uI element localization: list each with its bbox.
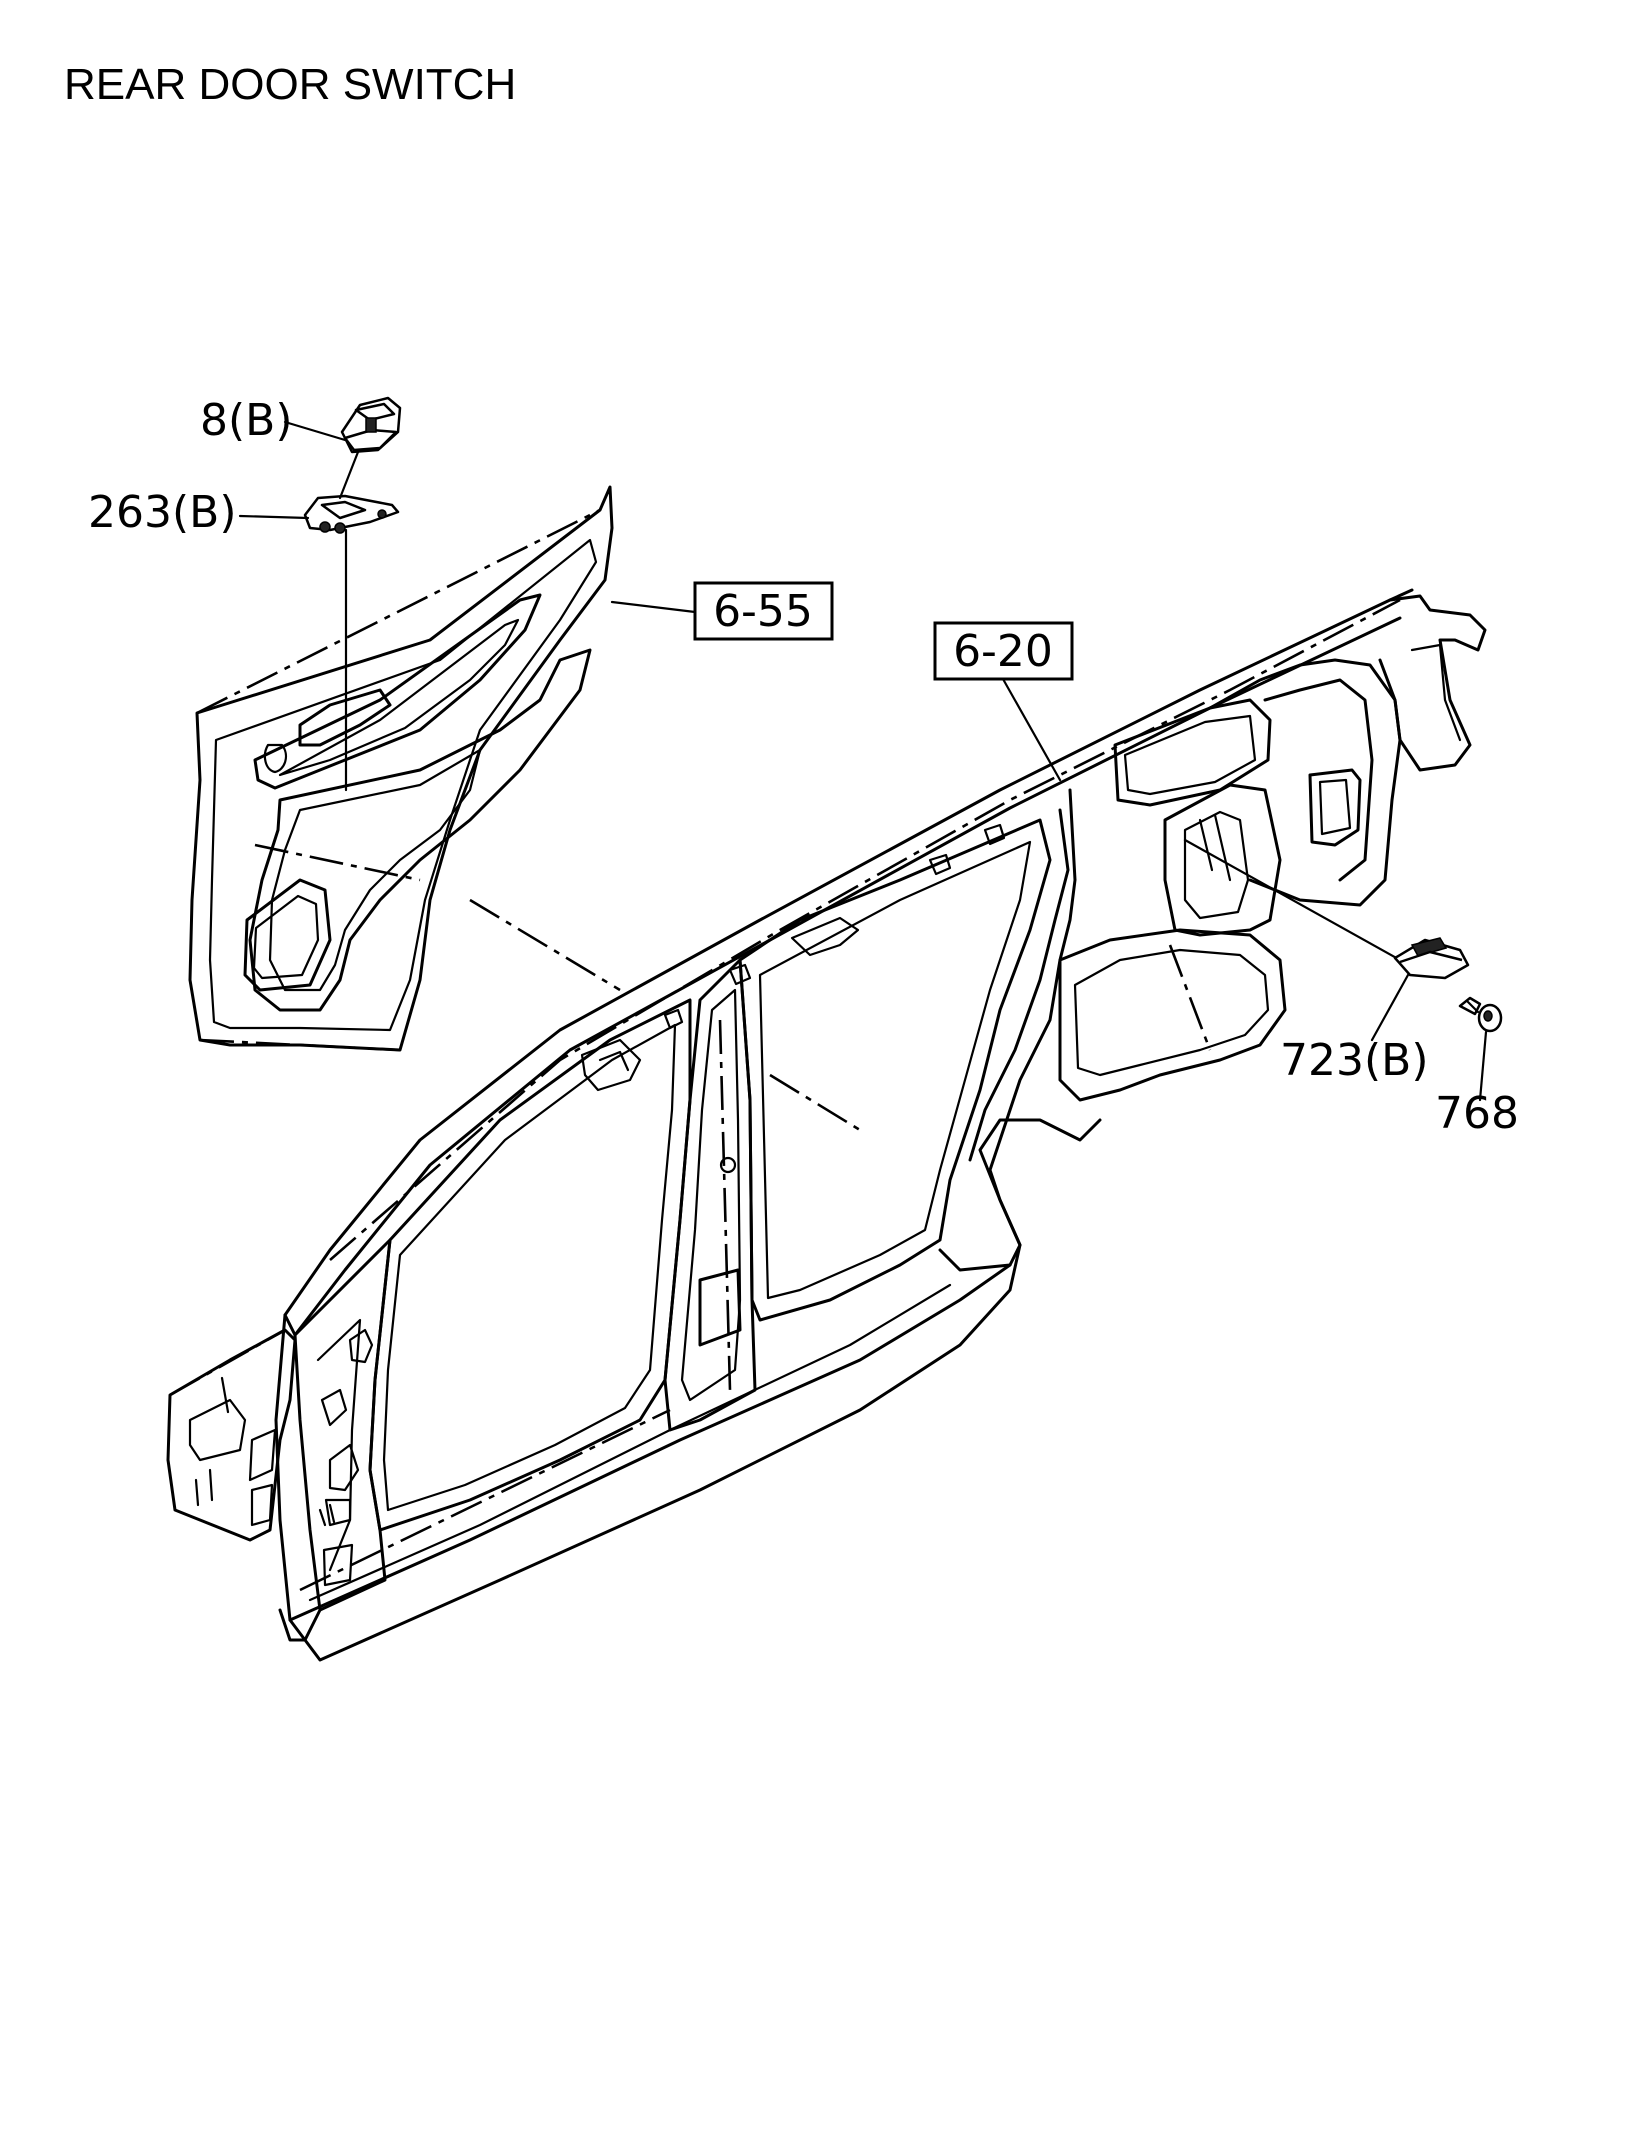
rear-door-trim-panel	[188, 485, 621, 1052]
reference-6-55-label: 6-55	[713, 586, 813, 637]
callout-263: 263(B)	[88, 487, 237, 538]
screw-768-icon	[1458, 996, 1503, 1033]
reference-6-20-label: 6-20	[953, 626, 1053, 677]
callout-8: 8(B)	[200, 395, 293, 446]
reference-6-20: 6-20	[933, 621, 1074, 782]
callout-768: 768	[1435, 1088, 1519, 1139]
body-side-panel	[166, 588, 1487, 1662]
bezel-263-icon	[303, 494, 400, 534]
reference-6-55: 6-55	[610, 581, 834, 641]
diagram-title: REAR DOOR SWITCH	[64, 60, 517, 109]
switch-8-icon	[340, 396, 402, 454]
switch-assembly-parts: 8(B) 263(B)	[88, 395, 402, 792]
door-switch-parts: 723(B) 768	[1183, 838, 1519, 1139]
door-switch-723-icon	[1393, 937, 1470, 980]
callout-723: 723(B)	[1280, 1035, 1429, 1086]
